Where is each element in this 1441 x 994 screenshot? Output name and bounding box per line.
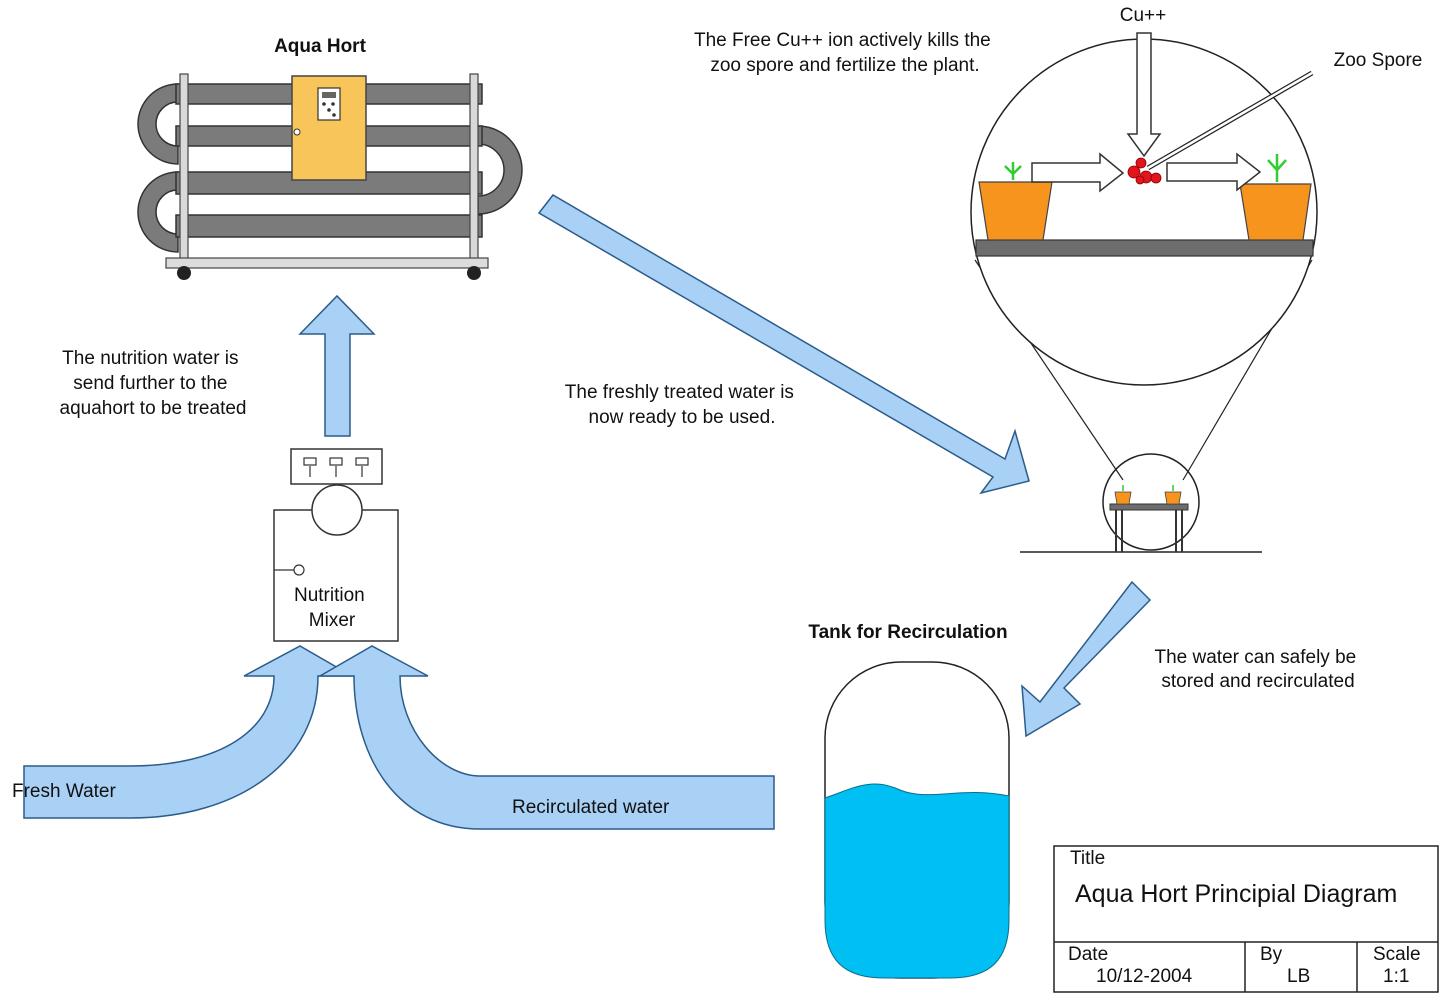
scale-label: Scale: [1373, 944, 1421, 965]
recirculation-tank: Tank for Recirculation: [808, 622, 1010, 979]
small-bench-legs: [1115, 510, 1183, 552]
nutrition-mixer: Nutrition Mixer: [273, 448, 399, 642]
left-upper-bend: [137, 83, 179, 165]
date-value: 10/12-2004: [1096, 966, 1193, 987]
zoo-spore-label: Zoo Spore: [1334, 50, 1423, 71]
aqua-hort-unit: Aqua Hort: [137, 36, 523, 280]
stored-note: The water can safely be stored and recir…: [1155, 647, 1362, 692]
control-display: [322, 92, 336, 98]
fresh-water-label: Fresh Water: [12, 781, 116, 802]
small-bench: [1109, 503, 1189, 511]
small-magnifier-circle: [1102, 453, 1200, 551]
title-block: Title Aqua Hort Principial Diagram Date …: [1053, 845, 1439, 993]
treated-water-arrow: [537, 194, 1030, 495]
zoo-spore-cluster: [1127, 157, 1162, 185]
recirculated-water-arrow: [317, 645, 775, 830]
sprout-left: [1004, 162, 1022, 180]
pot-left: [978, 181, 1053, 241]
wheel-left: [177, 266, 191, 280]
by-value: LB: [1287, 966, 1310, 987]
title-label: Title: [1070, 848, 1105, 869]
left-lower-bend: [137, 171, 179, 253]
title-value: Aqua Hort Principial Diagram: [1075, 880, 1397, 908]
mixer-gauge: [293, 564, 305, 576]
recirculated-water-label: Recirculated water: [512, 797, 670, 818]
nutrition-note: The nutrition water is send further to t…: [60, 348, 247, 419]
tube-4: [175, 214, 483, 238]
pot-right: [1239, 183, 1312, 241]
wheel-right: [467, 266, 481, 280]
tank-title: Tank for Recirculation: [808, 622, 1007, 643]
by-label: By: [1260, 944, 1283, 965]
flow-arrow-right: [1166, 152, 1262, 192]
greenhouse-detail: Cu++ Zoo Spore The Free Cu++ ion activel…: [694, 5, 1423, 553]
greenhouse-bench: [975, 239, 1314, 257]
sprout-right: [1267, 154, 1287, 182]
treated-note: The freshly treated water is now ready t…: [565, 382, 799, 428]
small-pot-left: [1114, 491, 1132, 505]
cu-down-arrow: [1126, 32, 1162, 158]
frame-post-left: [179, 73, 189, 261]
aqua-hort-title: Aqua Hort: [274, 36, 367, 57]
mixer-pump: [311, 484, 363, 536]
right-bend: [477, 125, 523, 215]
frame-base: [165, 257, 489, 269]
mixer-label: Nutrition Mixer: [294, 585, 370, 631]
scale-value: 1:1: [1383, 966, 1409, 987]
frame-post-right: [469, 73, 479, 261]
to-tank-arrow: [1021, 580, 1152, 738]
cabinet-handle: [293, 128, 301, 136]
tank-water: [824, 783, 1010, 979]
cu-note: The Free Cu++ ion actively kills the zoo…: [694, 30, 996, 76]
up-arrow: [298, 294, 376, 437]
cu-label: Cu++: [1120, 5, 1166, 26]
title-block-frame: [1053, 845, 1439, 993]
flow-arrow-left: [1031, 152, 1125, 193]
small-pot-right: [1164, 491, 1182, 505]
date-label: Date: [1068, 944, 1108, 965]
